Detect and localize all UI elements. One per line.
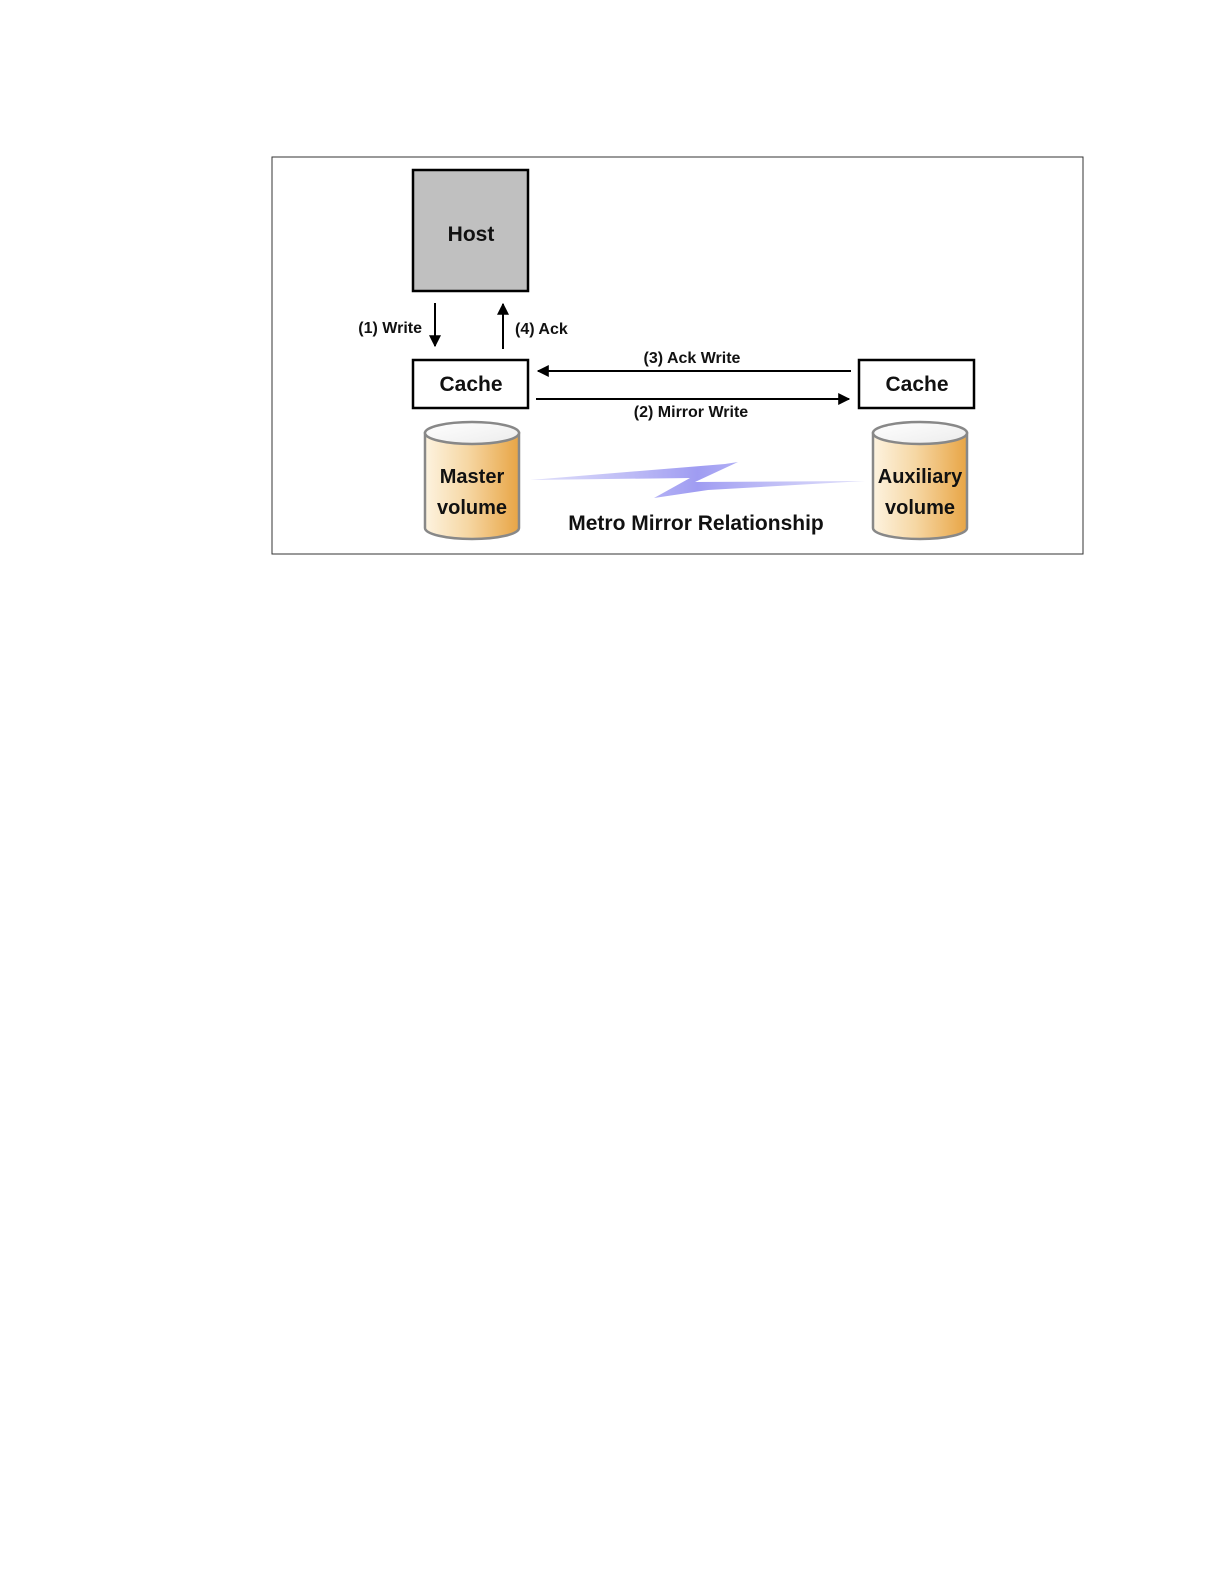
- master-volume-top: [425, 422, 519, 444]
- aux-volume-cylinder: Auxiliary volume: [873, 422, 967, 539]
- host-label: Host: [448, 223, 495, 246]
- aux-volume-label-line1: Auxiliary: [878, 466, 963, 488]
- aux-cache-label: Cache: [885, 373, 948, 396]
- master-volume-label-line1: Master: [440, 466, 505, 488]
- master-cache-node: Cache: [413, 360, 528, 408]
- host-node: Host: [413, 170, 528, 291]
- ack-label: (4) Ack: [515, 321, 568, 338]
- aux-volume-top: [873, 422, 967, 444]
- mirror-write-label: (2) Mirror Write: [634, 404, 748, 421]
- master-volume-label-line2: volume: [437, 497, 507, 519]
- write-label: (1) Write: [358, 320, 422, 337]
- aux-volume-label-line2: volume: [885, 497, 955, 519]
- master-volume-cylinder: Master volume: [425, 422, 519, 539]
- ack-write-label: (3) Ack Write: [644, 350, 741, 367]
- master-cache-label: Cache: [439, 373, 502, 396]
- relationship-label: Metro Mirror Relationship: [568, 512, 824, 535]
- aux-cache-node: Cache: [859, 360, 974, 408]
